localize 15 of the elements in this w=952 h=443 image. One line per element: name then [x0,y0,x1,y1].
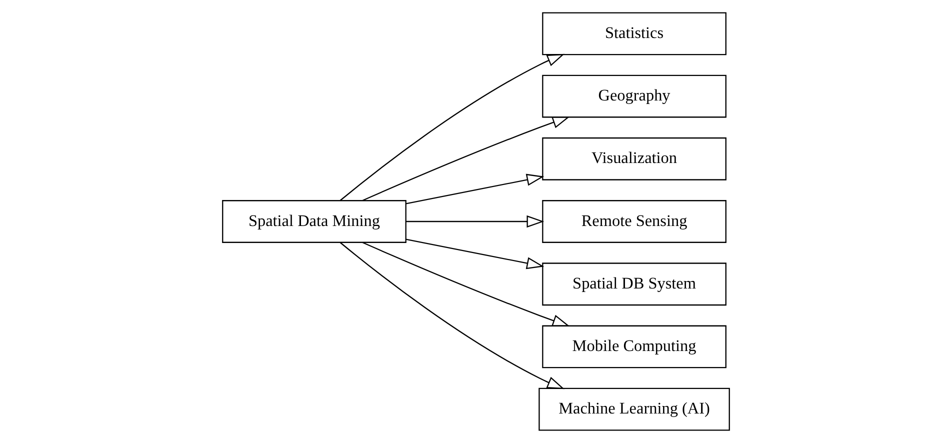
node-box: Visualization [542,137,726,180]
node-box: Statistics [542,12,726,56]
arrow [340,54,565,202]
arrow [362,242,570,326]
node-box: Spatial DB System [542,262,726,306]
node-box: Geography [542,74,726,118]
node-box: Spatial Data Mining [222,200,406,243]
node-box: Mobile Computing [542,325,726,368]
node-box: Machine Learning (AI) [538,388,730,431]
node-box: Remote Sensing [542,200,726,243]
arrow [406,174,544,204]
arrow [340,242,565,390]
arrow [406,238,544,270]
arrow [406,215,544,228]
arrow [362,116,570,201]
